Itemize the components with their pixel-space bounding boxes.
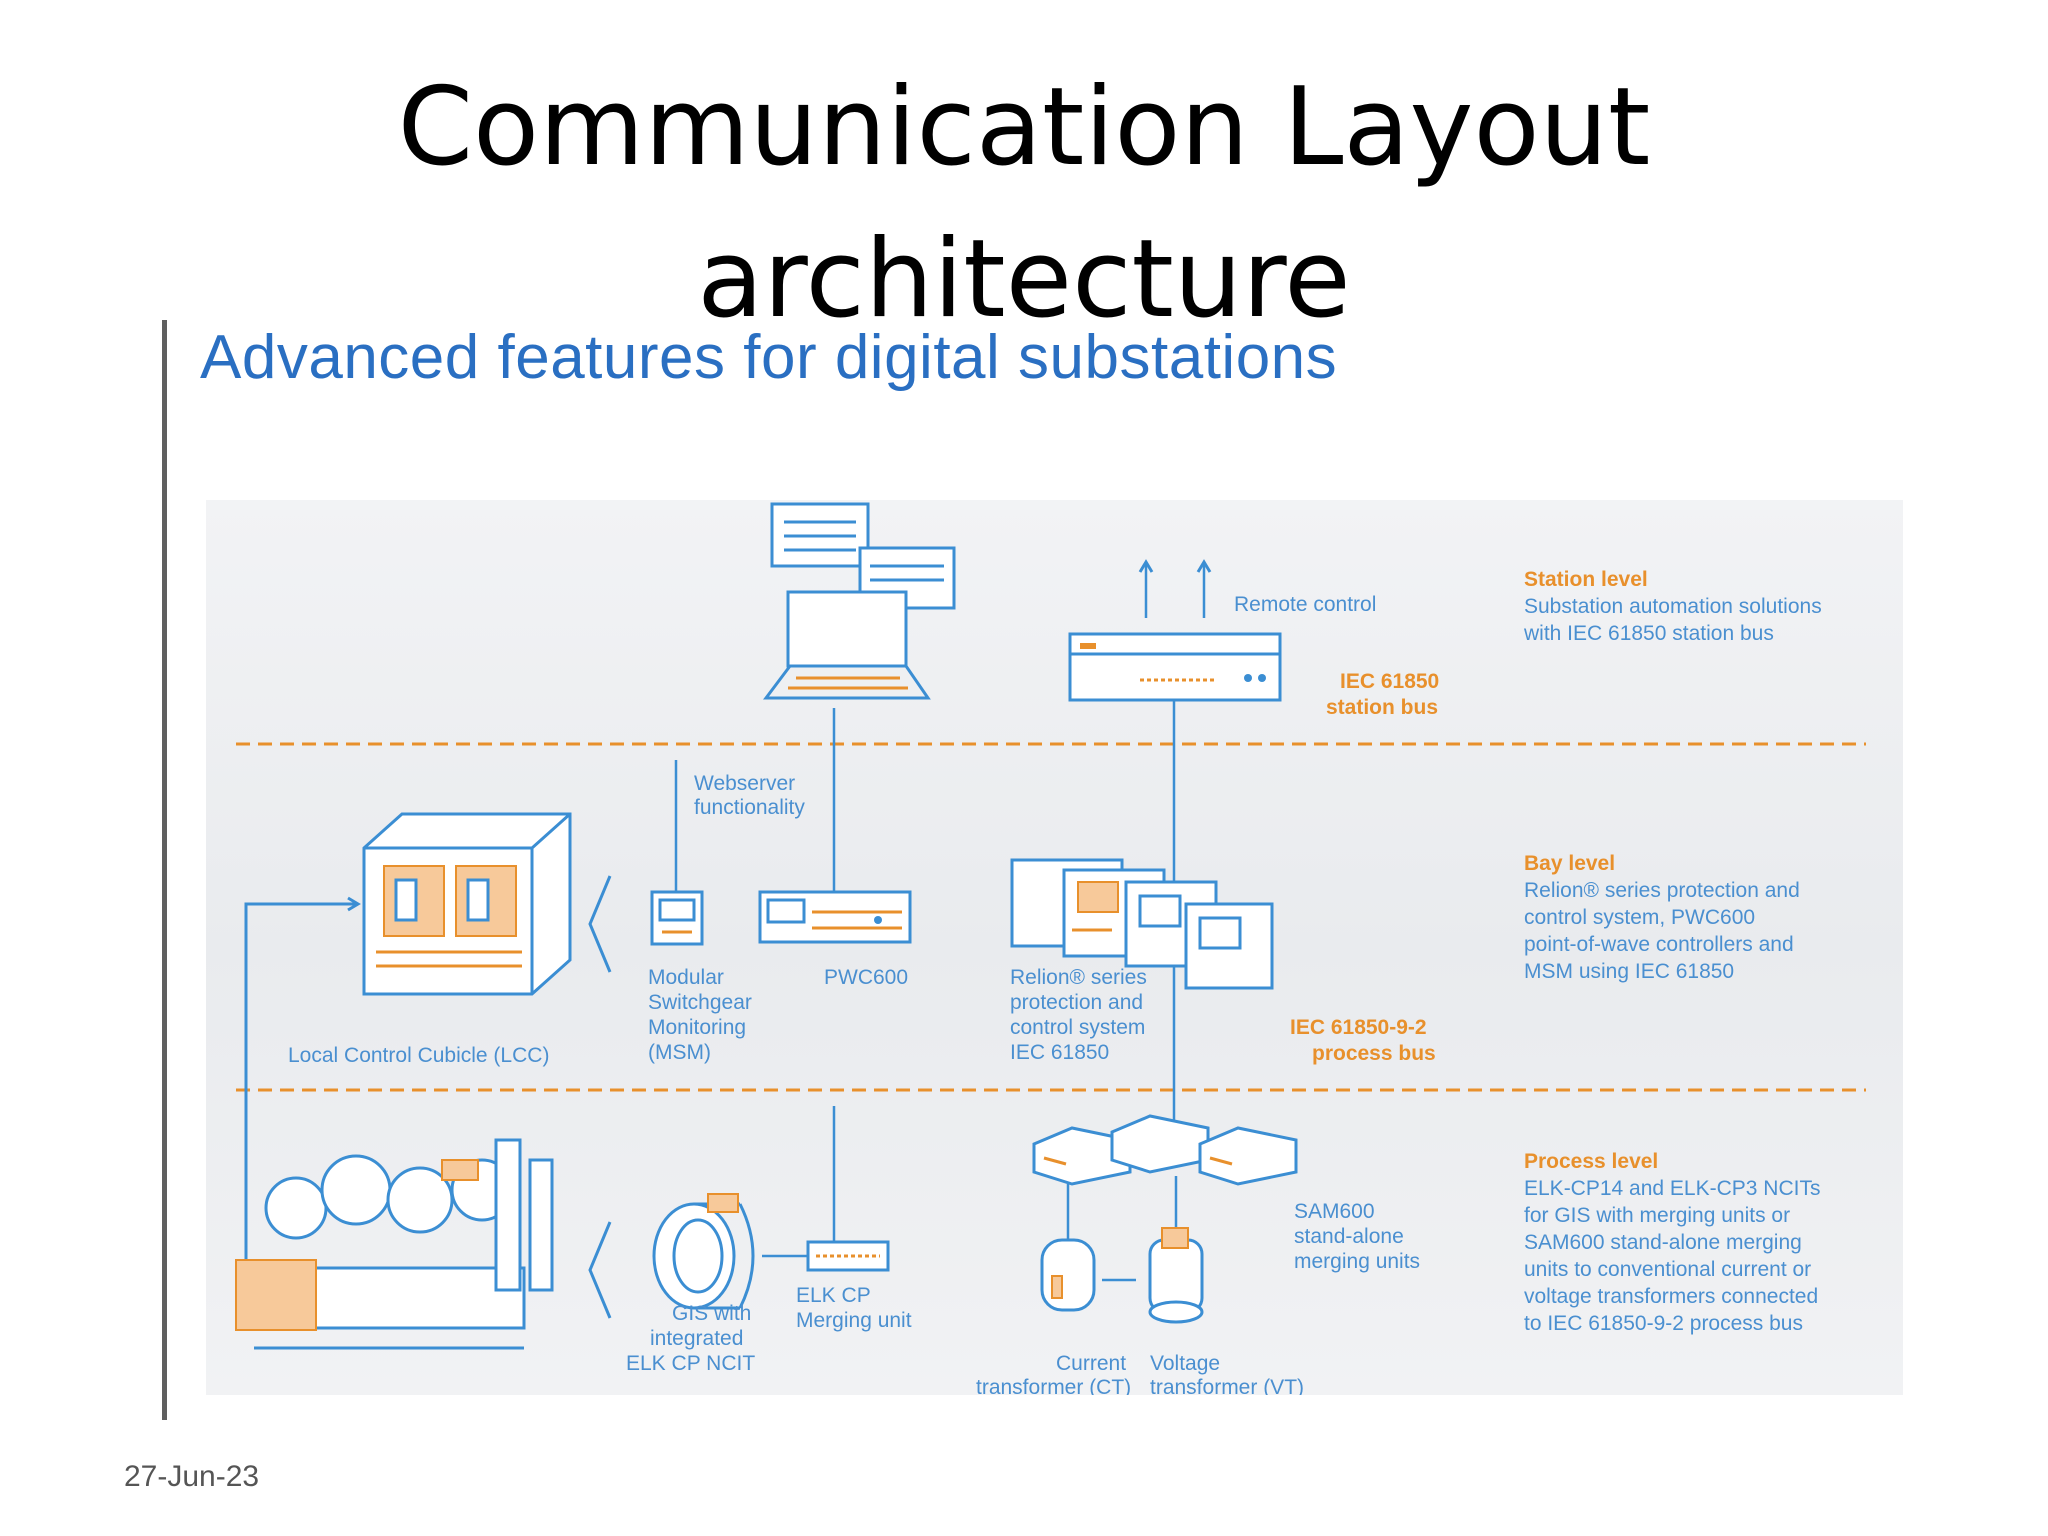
gis-switchgear-icon bbox=[235, 1138, 554, 1350]
bay-level-desc-3: point-of-wave controllers and bbox=[1524, 933, 1794, 956]
relion-label-4: IEC 61850 bbox=[1010, 1041, 1109, 1064]
ct-label-2: transformer (CT) bbox=[976, 1376, 1131, 1395]
process-level-desc-2: for GIS with merging units or bbox=[1524, 1204, 1790, 1227]
relion-label-2: protection and bbox=[1010, 991, 1143, 1014]
process-level-desc-5: voltage transformers connected bbox=[1524, 1285, 1818, 1308]
remote-control-label: Remote control bbox=[1234, 593, 1376, 616]
remote-control-antenna-icon bbox=[1138, 559, 1212, 618]
gis-label-1: GIS with bbox=[672, 1302, 751, 1325]
vt-label-1: Voltage bbox=[1150, 1352, 1220, 1375]
process-level-title: Process level bbox=[1524, 1150, 1658, 1173]
gis-lcc-arrowhead bbox=[347, 896, 361, 912]
voltage-transformer-icon bbox=[1148, 1227, 1204, 1324]
diagram-subheading: Advanced features for digital substation… bbox=[200, 323, 1338, 392]
architecture-diagram-svg: Remote control IEC 61850 station bus Sta… bbox=[235, 502, 1866, 1395]
station-level-desc-2: with IEC 61850 station bus bbox=[1523, 622, 1774, 645]
lcc-label: Local Control Cubicle (LCC) bbox=[288, 1044, 549, 1067]
msm-device-icon bbox=[650, 890, 704, 946]
architecture-diagram: Remote control IEC 61850 station bus Sta… bbox=[206, 500, 1903, 1395]
laptop-icon bbox=[763, 590, 931, 700]
pwc600-device-icon bbox=[758, 890, 912, 944]
slide-title-line-2: architecture bbox=[697, 217, 1351, 342]
ct-label-1: Current bbox=[1056, 1352, 1126, 1375]
process-bus-label-2: process bus bbox=[1312, 1042, 1436, 1065]
gis-lcc-link bbox=[244, 902, 356, 1260]
lcc-detail-bracket bbox=[588, 875, 612, 973]
webserver-label-2: functionality bbox=[694, 796, 805, 819]
left-vertical-rule bbox=[162, 320, 167, 1420]
sam600-units-icon bbox=[1032, 1114, 1298, 1186]
gis-detail-bracket bbox=[588, 1221, 612, 1319]
bay-level-desc-4: MSM using IEC 61850 bbox=[1524, 960, 1734, 983]
bay-level-desc-1: Relion® series protection and bbox=[1524, 879, 1800, 902]
current-transformer-icon bbox=[1040, 1238, 1096, 1312]
elk-merging-label-2: Merging unit bbox=[796, 1309, 912, 1332]
webserver-label-1: Webserver bbox=[694, 772, 795, 795]
process-level-desc-4: units to conventional current or bbox=[1524, 1258, 1811, 1281]
msm-label-2: Switchgear bbox=[648, 991, 752, 1014]
footer-date: 27-Jun-23 bbox=[124, 1460, 260, 1493]
gis-ncit-sensor-icon bbox=[652, 1193, 755, 1310]
process-level-desc-6: to IEC 61850-9-2 process bus bbox=[1524, 1312, 1803, 1335]
bay-level-title: Bay level bbox=[1524, 852, 1615, 875]
msm-label-4: (MSM) bbox=[648, 1041, 711, 1064]
process-level-desc-1: ELK-CP14 and ELK-CP3 NCITs bbox=[1524, 1177, 1820, 1200]
elk-merging-label-1: ELK CP bbox=[796, 1284, 871, 1307]
station-bus-label-2: station bus bbox=[1326, 696, 1438, 719]
pwc600-label: PWC600 bbox=[824, 966, 908, 989]
sam600-label-1: SAM600 bbox=[1294, 1200, 1375, 1223]
process-level-desc-3: SAM600 stand-alone merging bbox=[1524, 1231, 1802, 1254]
lcc-cabinet-icon bbox=[362, 812, 572, 996]
msm-label-1: Modular bbox=[648, 966, 724, 989]
elk-merging-unit-icon bbox=[806, 1240, 890, 1272]
relion-ied-icon bbox=[1010, 858, 1274, 990]
relion-label-1: Relion® series bbox=[1010, 966, 1147, 989]
gis-label-3: ELK CP NCIT bbox=[626, 1352, 755, 1375]
sam600-label-3: merging units bbox=[1294, 1250, 1420, 1273]
station-level-desc-1: Substation automation solutions bbox=[1524, 595, 1822, 618]
station-bus-label-1: IEC 61850 bbox=[1340, 670, 1439, 693]
vt-label-2: transformer (VT) bbox=[1150, 1376, 1304, 1395]
msm-label-3: Monitoring bbox=[648, 1016, 746, 1039]
station-gateway-icon bbox=[1068, 632, 1282, 702]
slide-title-line-1: Communication Layout bbox=[397, 65, 1651, 190]
sam600-label-2: stand-alone bbox=[1294, 1225, 1404, 1248]
process-bus-label-1: IEC 61850-9-2 bbox=[1290, 1016, 1427, 1039]
slide-title: Communication Layout architecture bbox=[0, 52, 2048, 356]
station-level-title: Station level bbox=[1524, 568, 1648, 591]
bay-level-desc-2: control system, PWC600 bbox=[1524, 906, 1755, 929]
gis-label-2: integrated bbox=[650, 1327, 743, 1350]
relion-label-3: control system bbox=[1010, 1016, 1145, 1039]
